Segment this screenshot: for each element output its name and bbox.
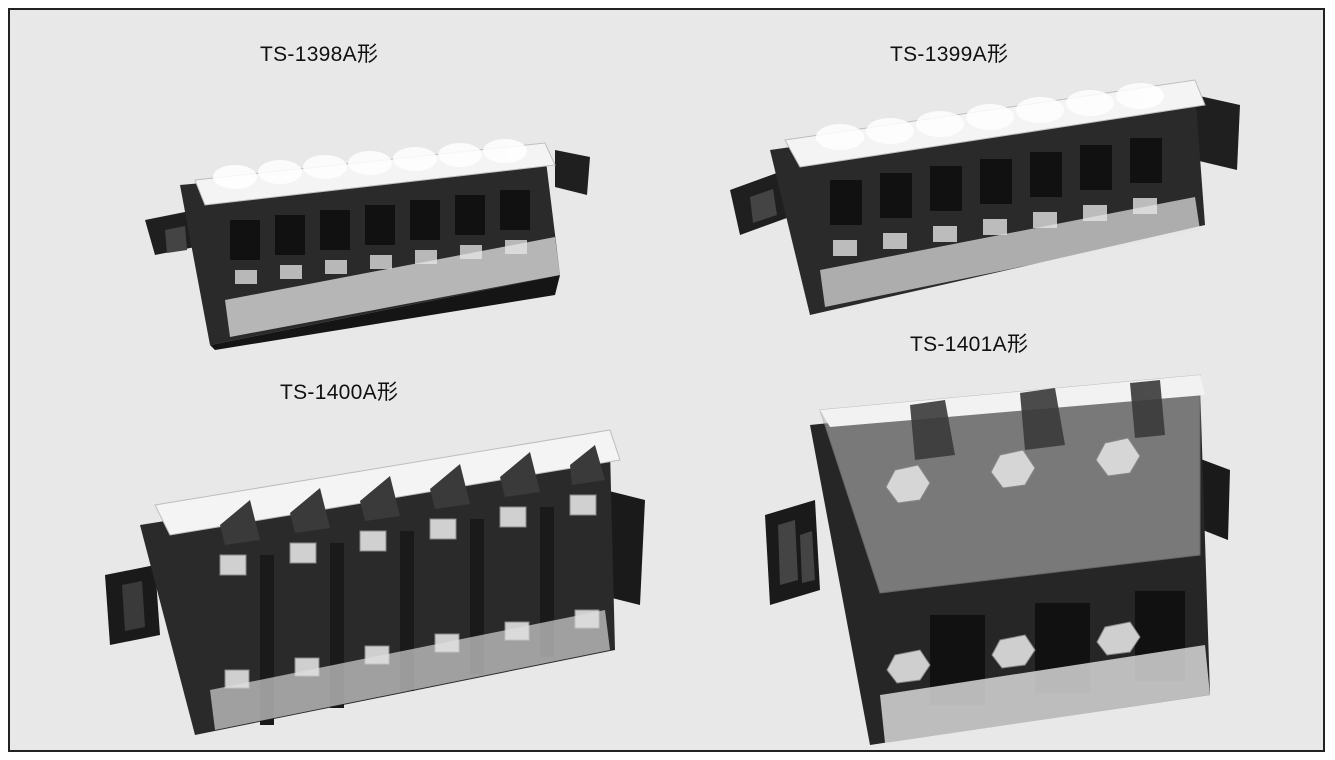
product-photo-panel: TS-1398A形 TS-1399A形 TS-1400A形 TS-1401A形: [8, 8, 1325, 752]
product-label-ts-1398a: TS-1398A形: [260, 43, 379, 66]
terminal-block-image-ts-1401a: [760, 365, 1240, 750]
product-label-ts-1401a: TS-1401A形: [910, 333, 1029, 356]
product-label-ts-1399a: TS-1399A形: [890, 43, 1009, 66]
terminal-block-image-ts-1400a: [100, 405, 660, 745]
terminal-block-image-ts-1398a: [135, 125, 605, 350]
terminal-block-image-ts-1399a: [725, 75, 1255, 320]
product-label-ts-1400a: TS-1400A形: [280, 381, 399, 404]
